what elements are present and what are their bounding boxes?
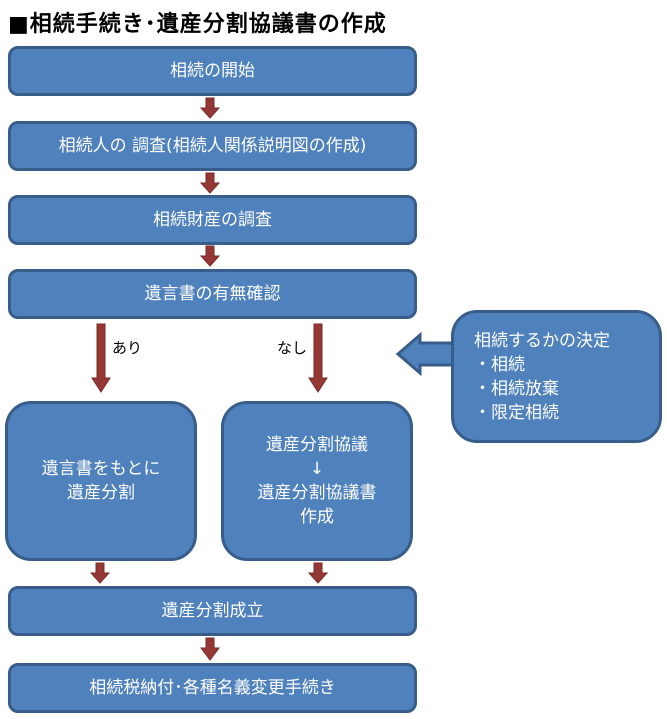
step-will-check: 遺言書の有無確認 (8, 269, 417, 319)
step-label: 遺言書をもとに (41, 459, 161, 479)
step-label: 遺産分割 (67, 483, 135, 503)
branch-no-label: なし (277, 339, 308, 357)
decision-heading: 相続するかの決定 (474, 330, 610, 351)
step-label: 相続税納付･各種名義変更手続き (89, 678, 336, 698)
step-with-will: 遺言書をもとに 遺産分割 (5, 401, 197, 561)
branch-yes-label: あり (112, 339, 143, 357)
down-arrow-right-merge (307, 562, 329, 584)
down-arrow-2 (199, 172, 221, 194)
step-assets: 相続財産の調査 (8, 195, 417, 245)
down-arrow-5 (200, 637, 220, 661)
step-label: 遺産分割協議書 (257, 483, 377, 503)
decision-option: ・限定相続 (474, 402, 559, 423)
step-start: 相続の開始 (8, 46, 417, 96)
step-label: 相続人の 調査(相続人関係説明図の作成) (58, 136, 367, 156)
down-arrow-yes (91, 323, 111, 393)
decision-option: ・相続 (474, 354, 525, 375)
step-final: 相続税納付･各種名義変更手続き (8, 663, 417, 713)
decision-box: 相続するかの決定 ・相続 ・相続放棄 ・限定相続 (451, 310, 662, 443)
step-label: 遺言書の有無確認 (144, 284, 281, 304)
step-label: 相続の開始 (170, 61, 255, 81)
down-arrow-left-merge (89, 562, 111, 584)
down-arrow-1 (199, 97, 221, 119)
step-label: 遺産分割協議 (266, 435, 368, 455)
step-label: 遺産分割成立 (161, 601, 264, 621)
down-arrow-no (308, 323, 328, 393)
down-arrow-3 (199, 245, 221, 267)
step-label: 作成 (300, 507, 334, 527)
step-established: 遺産分割成立 (8, 586, 417, 636)
down-arrow-text: ↓ (309, 459, 325, 479)
step-label: 相続財産の調査 (153, 210, 272, 230)
left-arrow-icon (395, 331, 456, 377)
decision-option: ・相続放棄 (474, 378, 559, 399)
step-heirs: 相続人の 調査(相続人関係説明図の作成) (8, 121, 417, 171)
page-title: ■相続手続き･遺産分割協議書の作成 (8, 12, 387, 37)
step-without-will: 遺産分割協議 ↓ 遺産分割協議書 作成 (221, 401, 413, 561)
